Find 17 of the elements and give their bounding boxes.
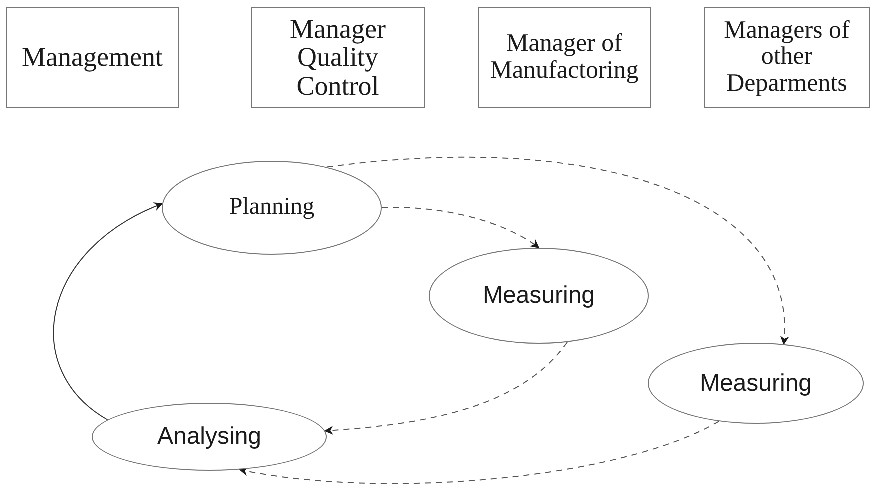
role-box xyxy=(6,7,179,108)
arrow xyxy=(53,203,164,420)
arrow xyxy=(382,207,540,249)
arrow xyxy=(326,156,788,346)
node-label: Analysing xyxy=(156,424,263,450)
node-label: Management xyxy=(21,43,164,72)
arrow xyxy=(239,421,720,484)
node-label: Planning xyxy=(228,195,316,221)
arrow xyxy=(324,342,568,435)
node-label: Manager of Manufactoring xyxy=(489,31,640,84)
role-box xyxy=(704,7,870,108)
node-label: Manager Quality Control xyxy=(289,14,387,100)
node-label: Measuring xyxy=(482,283,596,309)
role-box xyxy=(478,7,651,108)
role-box xyxy=(251,7,425,108)
node-label: Measuring xyxy=(698,370,814,396)
node-label: Managers of other Deparments xyxy=(723,18,851,97)
